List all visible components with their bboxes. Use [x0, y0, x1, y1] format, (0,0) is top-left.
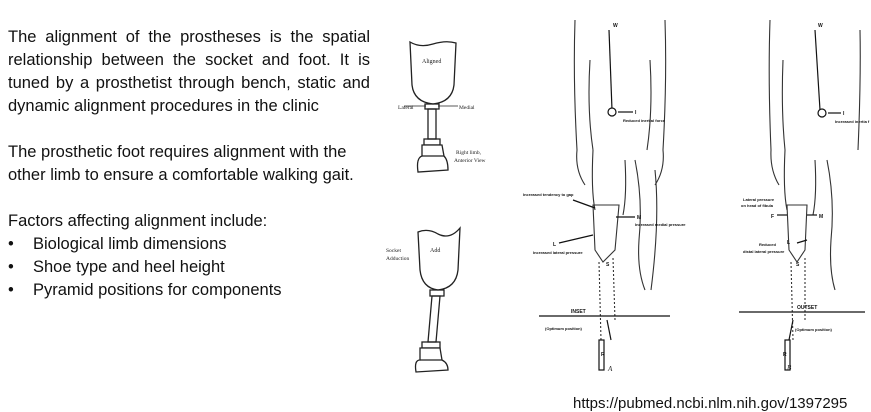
add-label: Add	[430, 248, 440, 254]
b-outset-label: OUTSET	[797, 305, 817, 311]
anterior-view-label: Anterior View	[454, 158, 486, 164]
figure-b-caption: B	[787, 364, 792, 372]
a-increased-tendency-label: Increased tendency to gap	[523, 192, 574, 197]
b-lateral-pressure-label-1: Lateral pressure	[743, 197, 775, 202]
factors-list: Biological limb dimensions Shoe type and…	[8, 233, 370, 302]
b-optimum-label: (Optimum position)	[795, 327, 833, 332]
figure-a-caption: A	[607, 365, 613, 373]
b-reduced-label-1: Reduced	[759, 242, 776, 247]
b-m-label: M	[819, 214, 823, 220]
socket-label: Socket	[386, 248, 401, 254]
a-optimum-label: (Optimum position)	[545, 326, 583, 331]
a-r-label: R	[601, 352, 605, 358]
a-reduced-inertial-label: Reduced inertial force	[623, 118, 666, 123]
a-increased-medial-label: Increased medial pressure	[635, 222, 686, 227]
body-alignment-figure: W I Reduced inertial force Increased ten…	[523, 19, 870, 373]
a-inset-label: INSET	[571, 309, 586, 315]
aligned-label: Aligned	[422, 59, 441, 65]
b-lateral-pressure-label-2: on head of fibula	[741, 203, 774, 208]
b-f-label: F	[771, 214, 774, 220]
b-i-label: I	[843, 111, 845, 117]
foot-alignment-note: The prosthetic foot requires alignment w…	[8, 143, 354, 184]
lateral-label: Lateral	[398, 105, 414, 111]
b-reduced-label-2: distal lateral pressure	[743, 249, 785, 254]
source-link[interactable]: https://pubmed.ncbi.nlm.nih.gov/1397295	[573, 395, 848, 412]
a-m-label: M	[637, 215, 641, 221]
prosthesis-figure: Aligned Lateral Medial Right limb, Anter…	[386, 40, 486, 373]
medial-label: Medial	[459, 105, 475, 111]
a-w-label: W	[613, 23, 618, 29]
factor-item: Pyramid positions for components	[8, 279, 370, 302]
factors-heading: Factors affecting alignment include:	[8, 212, 268, 230]
factor-item: Biological limb dimensions	[8, 233, 370, 256]
alignment-definition: The alignment of the prostheses is the s…	[8, 28, 370, 115]
b-s-label: S	[796, 262, 800, 268]
a-increased-lateral-label: Increased lateral pressure	[533, 250, 583, 255]
factor-item: Shoe type and heel height	[8, 256, 370, 279]
b-l-label: L	[787, 240, 790, 246]
right-limb-label: Right limb,	[456, 150, 482, 156]
b-r-label: R	[783, 352, 787, 358]
a-i-label: I	[635, 110, 637, 116]
a-l-label: L	[553, 242, 556, 248]
slide-text: The alignment of the prostheses is the s…	[8, 26, 370, 302]
b-w-label: W	[818, 23, 823, 29]
b-increased-inertia-label: Increased inertia f	[835, 119, 870, 124]
adduction-label: Adduction	[386, 256, 409, 262]
a-s-label: S	[606, 262, 610, 268]
